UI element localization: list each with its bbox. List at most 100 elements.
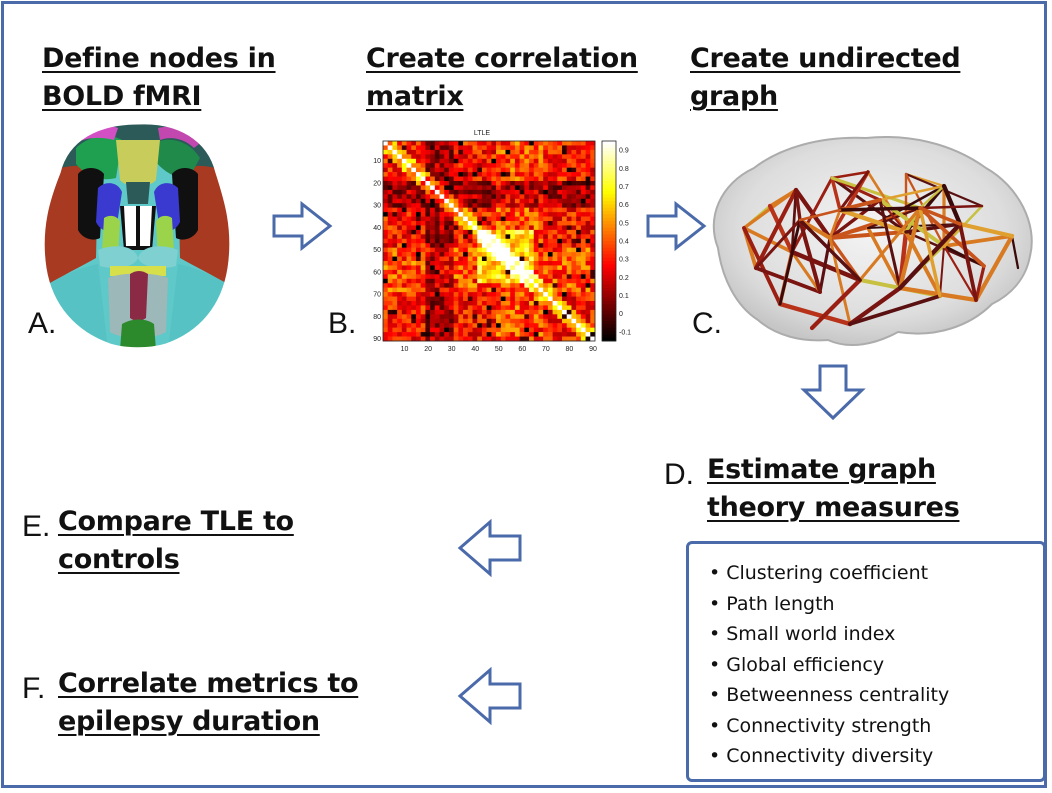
matrix-cell xyxy=(500,252,506,257)
matrix-cell xyxy=(524,203,530,208)
matrix-cell xyxy=(552,189,558,195)
matrix-cell xyxy=(524,163,530,168)
matrix-cell xyxy=(562,212,568,217)
matrix-cell xyxy=(387,145,393,151)
matrix-cell xyxy=(481,336,487,342)
matrix-cell xyxy=(500,221,506,226)
matrix-cell xyxy=(439,332,445,337)
matrix-cell xyxy=(585,176,591,182)
matrix-cell xyxy=(538,194,544,200)
matrix-cell xyxy=(458,234,464,240)
matrix-cell xyxy=(514,247,520,253)
matrix-cell xyxy=(562,172,568,177)
matrix-cell xyxy=(420,145,426,151)
matrix-cell xyxy=(524,283,530,288)
matrix-cell xyxy=(411,318,417,324)
matrix-cell xyxy=(510,194,516,200)
matrix-cell xyxy=(514,318,520,324)
colorbar-segment xyxy=(602,144,616,149)
matrix-cell xyxy=(448,234,454,240)
step-d-title-line-1: Estimate graph xyxy=(707,454,936,485)
matrix-cell xyxy=(397,261,403,266)
matrix-cell xyxy=(481,332,487,337)
matrix-cell xyxy=(467,252,473,257)
matrix-cell xyxy=(411,274,417,280)
matrix-cell xyxy=(453,336,459,342)
matrix-cell xyxy=(547,176,553,182)
colorbar-tick-label: -0.1 xyxy=(619,329,631,336)
matrix-cell xyxy=(557,292,563,297)
matrix-cell xyxy=(387,203,393,208)
matrix-cell xyxy=(500,318,506,324)
matrix-cell xyxy=(486,301,492,306)
matrix-cell xyxy=(491,323,497,328)
matrix-cell xyxy=(514,181,520,186)
matrix-cell xyxy=(481,198,487,204)
matrix-cell xyxy=(566,158,572,164)
matrix-cell xyxy=(500,234,506,240)
matrix-cell xyxy=(383,309,389,315)
matrix-cell xyxy=(434,301,440,306)
matrix-cell xyxy=(562,221,568,226)
matrix-cell xyxy=(383,225,389,231)
graph-edge xyxy=(838,206,922,212)
matrix-cell xyxy=(543,274,549,280)
matrix-cell xyxy=(477,221,483,226)
matrix-cell xyxy=(543,247,549,253)
measure-item: Connectivity strength xyxy=(709,711,949,742)
matrix-cell xyxy=(514,149,520,155)
step-b-title-line-2: matrix xyxy=(366,81,464,112)
matrix-cell xyxy=(524,172,530,177)
matrix-cell xyxy=(448,203,454,208)
matrix-cell xyxy=(491,332,497,337)
matrix-cell xyxy=(566,145,572,151)
matrix-cell xyxy=(458,145,464,151)
matrix-cell xyxy=(430,292,436,297)
matrix-cell xyxy=(383,203,389,208)
matrix-cell xyxy=(444,163,450,168)
matrix-cell xyxy=(387,238,393,244)
matrix-cell xyxy=(580,305,586,311)
matrix-cell xyxy=(576,176,582,182)
matrix-cell xyxy=(486,181,492,186)
matrix-cell xyxy=(529,229,535,235)
matrix-cell xyxy=(505,212,511,217)
matrix-cell xyxy=(580,229,586,235)
matrix-cell xyxy=(580,261,586,266)
matrix-x-tick-label: 50 xyxy=(495,346,503,353)
matrix-cell xyxy=(505,252,511,257)
matrix-cell xyxy=(538,292,544,297)
matrix-cell xyxy=(552,163,558,168)
matrix-cell xyxy=(576,189,582,195)
matrix-cell xyxy=(580,238,586,244)
matrix-cell xyxy=(434,216,440,222)
matrix-cell xyxy=(472,194,478,200)
matrix-cell xyxy=(533,287,539,293)
matrix-cell xyxy=(543,225,549,231)
matrix-cell xyxy=(453,189,459,195)
colorbar-segment xyxy=(602,201,616,205)
matrix-cell xyxy=(434,225,440,231)
matrix-cell xyxy=(481,203,487,208)
matrix-cell xyxy=(434,243,440,248)
matrix-cell xyxy=(557,252,563,257)
matrix-cell xyxy=(392,203,398,208)
matrix-cell xyxy=(481,247,487,253)
colorbar-segment xyxy=(602,221,616,225)
matrix-cell xyxy=(491,221,497,226)
colorbar-segment xyxy=(602,304,616,309)
matrix-cell xyxy=(406,181,412,186)
matrix-cell xyxy=(415,243,421,248)
matrix-cell xyxy=(590,265,596,271)
matrix-cell xyxy=(430,154,436,160)
measure-item: Connectivity diversity xyxy=(709,741,949,772)
matrix-cell xyxy=(425,301,431,306)
matrix-cell xyxy=(576,154,582,160)
matrix-cell xyxy=(552,149,558,155)
matrix-cell xyxy=(529,278,535,284)
matrix-cell xyxy=(590,296,596,302)
matrix-cell xyxy=(463,283,469,288)
matrix-cell xyxy=(397,332,403,337)
matrix-cell xyxy=(576,332,582,337)
